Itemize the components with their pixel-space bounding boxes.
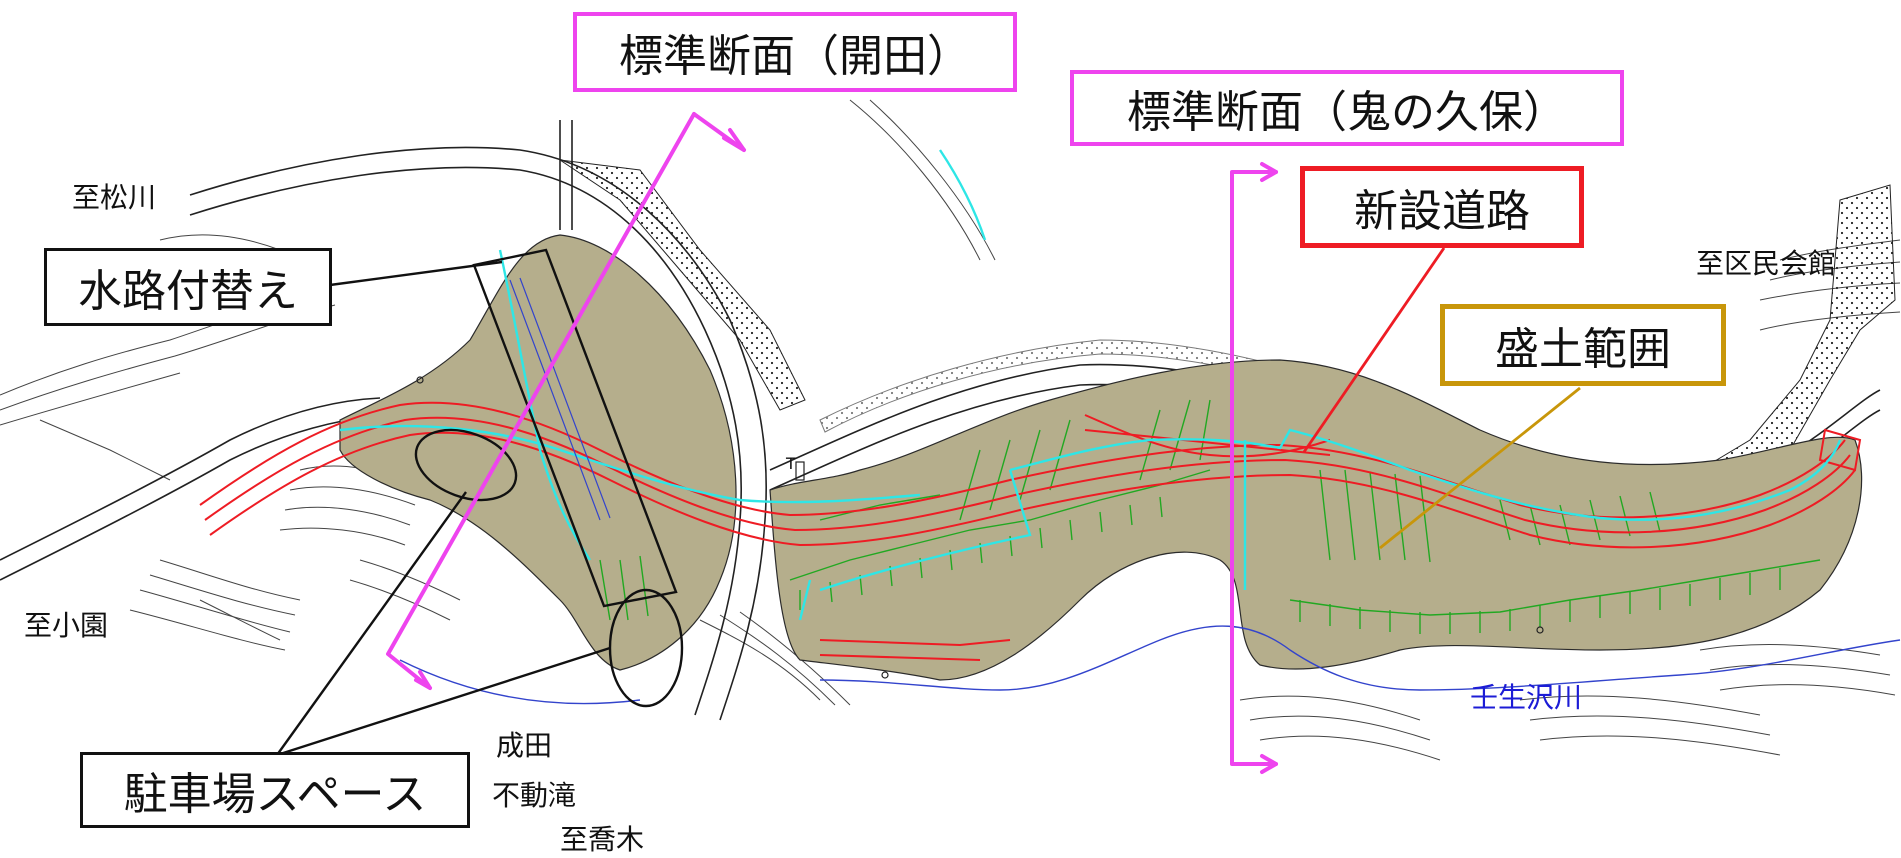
callout-new-road: 新設道路: [1300, 166, 1584, 248]
leader-waterway: [329, 260, 503, 287]
parking-ellipse-1: [414, 428, 518, 502]
waterway-lines: [339, 149, 1842, 621]
label-fudo-taki: 不動滝: [492, 779, 577, 812]
waterway-rect: [472, 248, 678, 608]
leader-fill-range: [1379, 386, 1581, 550]
leader-parking-2: [276, 646, 611, 757]
callout-standard-section-oninokubo: 標準断面（鬼の久保）: [1070, 70, 1624, 146]
river-line: [399, 625, 1901, 705]
label-to-kumin-kaikan: 至区民会館: [1696, 247, 1837, 280]
slope-lines: [599, 399, 1821, 634]
label-river: 壬生沢川: [1470, 681, 1583, 714]
label-marker-t: T: [786, 454, 796, 473]
label-to-koen: 至小園: [24, 609, 109, 642]
misc-markers: [416, 376, 1544, 679]
section-arrow-kaida: [386, 112, 746, 690]
culvert-lines: [509, 277, 611, 521]
callout-standard-section-kaida: 標準断面（開田）: [573, 12, 1017, 92]
new-road-lines: [199, 401, 1862, 661]
callout-parking-space: 駐車場スペース: [80, 752, 470, 828]
leader-new-road: [1302, 247, 1446, 453]
label-naruta: 成田: [496, 729, 553, 762]
callout-fill-range: 盛土範囲: [1440, 304, 1726, 386]
label-to-matsukawa: 至松川: [72, 181, 157, 214]
leader-parking-1: [276, 491, 467, 756]
fill-area: [339, 234, 1863, 681]
callout-shapes: [276, 248, 684, 757]
section-arrow-oninokubo: [1230, 162, 1278, 774]
callout-waterway-replacement: 水路付替え: [44, 248, 332, 326]
label-to-takagi: 至喬木: [560, 823, 645, 856]
